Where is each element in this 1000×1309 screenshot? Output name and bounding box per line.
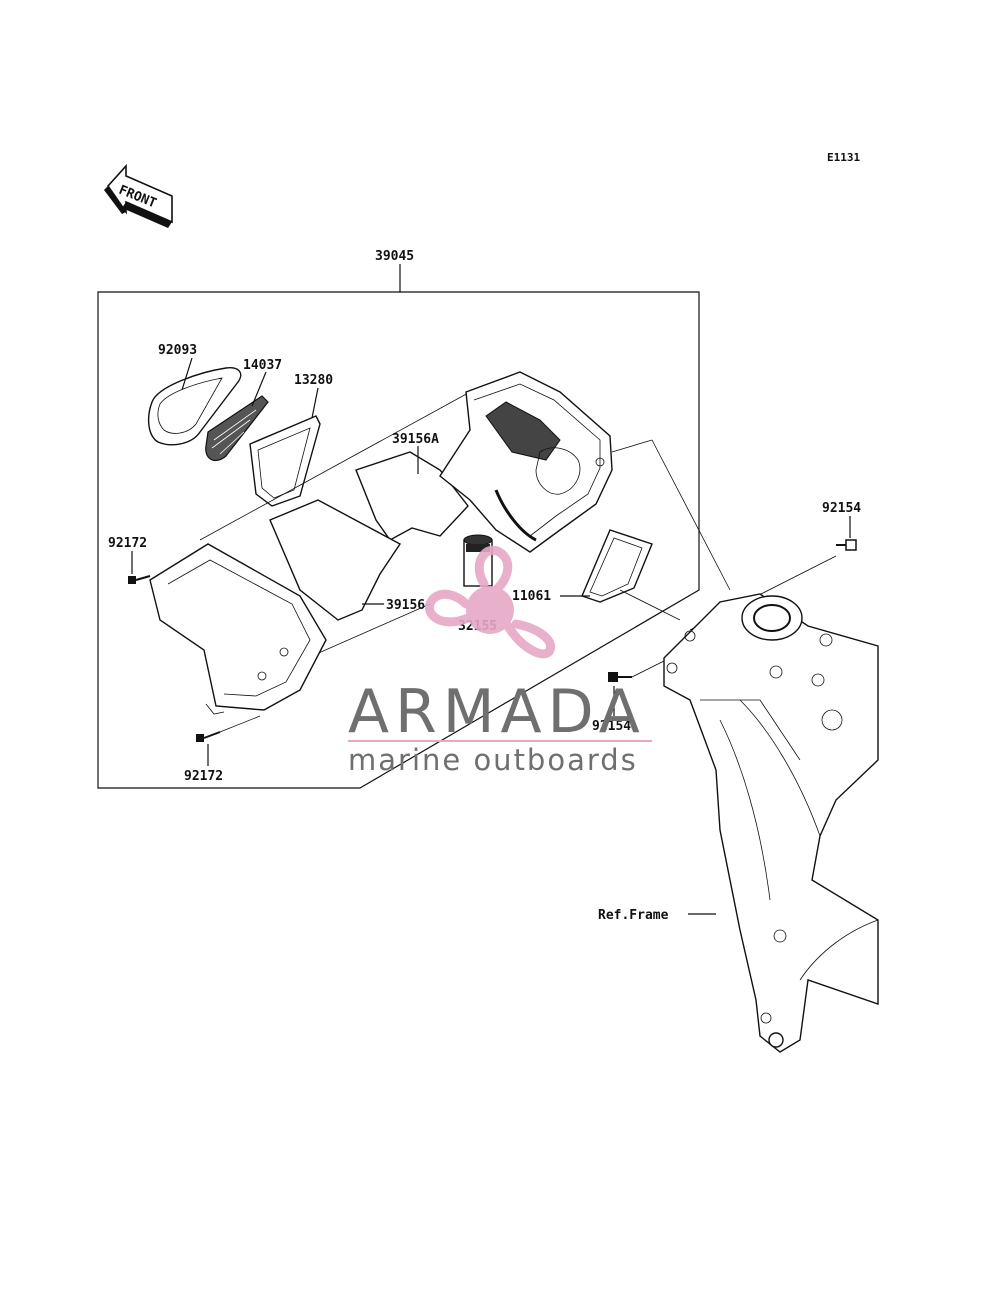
front-arrow-icon: FRONT xyxy=(104,163,173,228)
bolt-92154-right-icon xyxy=(836,539,857,551)
label-13280: 13280 xyxy=(294,373,333,388)
label-39156: 39156 xyxy=(386,598,425,613)
label-92093: 92093 xyxy=(158,343,197,358)
label-92154-right: 92154 xyxy=(822,501,861,516)
label-92172-top: 92172 xyxy=(108,536,147,551)
cover-plate-part xyxy=(269,499,402,621)
diagram-code: E1131 xyxy=(827,151,860,164)
duct-cover-part xyxy=(147,367,242,446)
assembly-outline xyxy=(97,291,700,789)
label-14037: 14037 xyxy=(243,358,282,373)
assembly-label: 39045 xyxy=(375,249,414,264)
mesh-grille-part xyxy=(205,395,269,461)
right-duct-body-part xyxy=(439,371,613,553)
label-11061: 11061 xyxy=(512,589,551,604)
watermark-title: ARMADA xyxy=(348,677,646,747)
label-39156A: 39156A xyxy=(392,432,439,447)
bolt-92154-mid-icon xyxy=(608,672,632,682)
label-92172-bottom: 92172 xyxy=(184,769,223,784)
plate-part xyxy=(249,415,321,507)
gasket-part xyxy=(581,529,653,603)
bolt-92172-top-icon xyxy=(128,575,151,584)
cover-plate-a-part xyxy=(355,451,469,541)
left-duct-body-part xyxy=(149,543,327,715)
bolt-92172-bottom-icon xyxy=(196,731,221,742)
watermark-propeller-icon xyxy=(425,545,556,659)
motorcycle-frame xyxy=(663,593,879,1053)
label-92154-mid: 92154 xyxy=(592,719,631,734)
label-ref-frame: Ref.Frame xyxy=(598,908,669,923)
watermark-subtitle: marine outboards xyxy=(348,743,638,777)
